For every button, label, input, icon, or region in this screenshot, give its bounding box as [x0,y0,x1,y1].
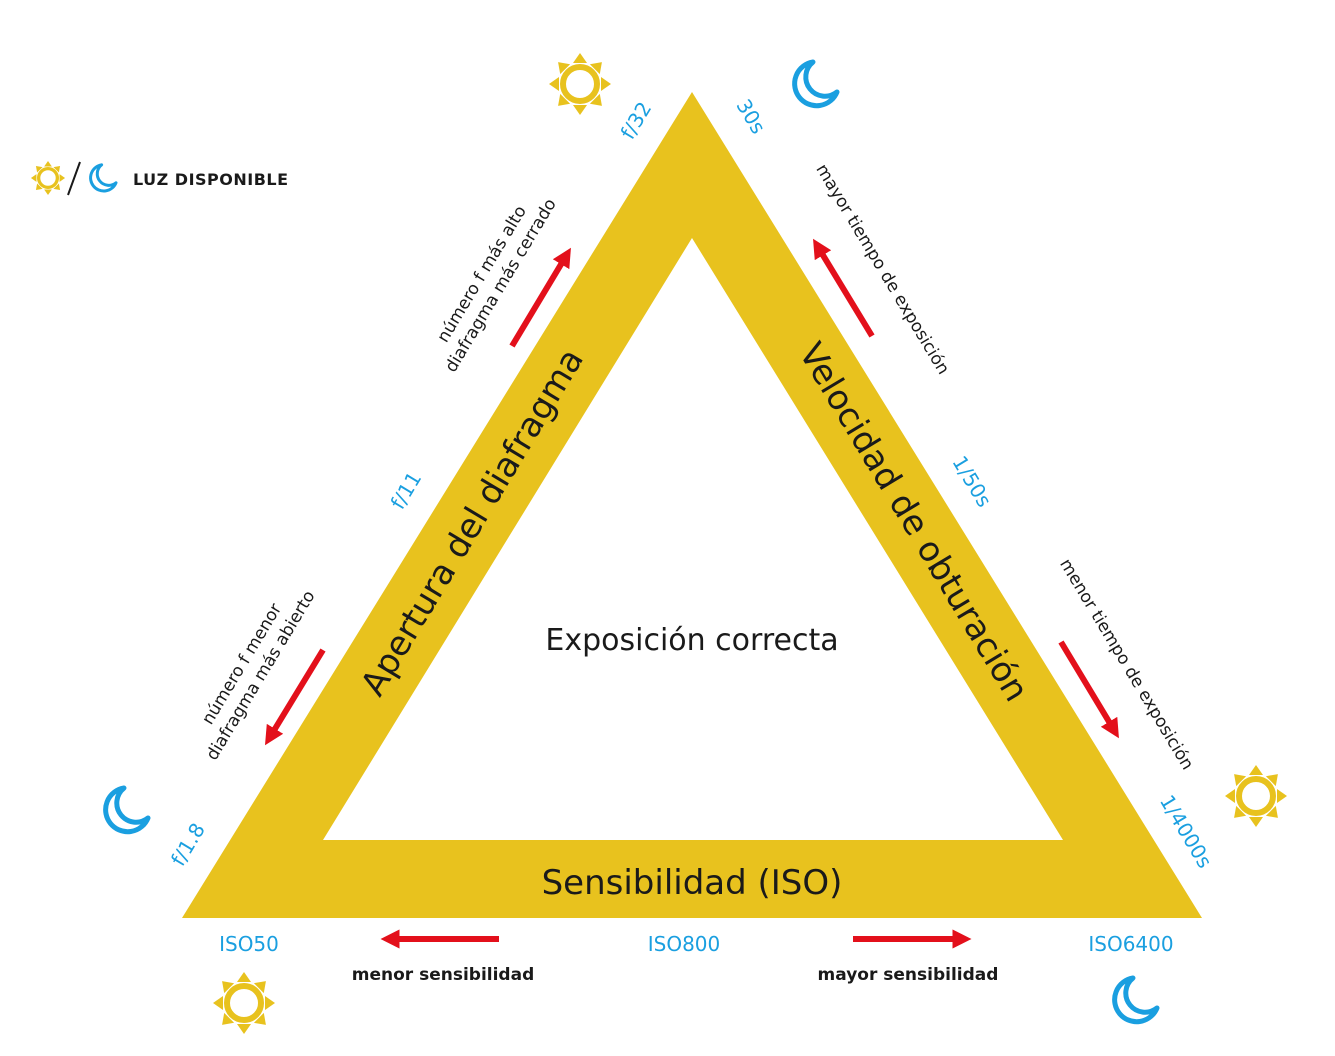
moon-icon [89,163,118,193]
moon-icon [795,62,837,106]
legend-divider [67,161,81,196]
center-label: Exposición correcta [545,623,838,658]
aperture-up-arrow [509,247,571,348]
sun-icon [213,972,275,1034]
aperture-down-arrow [265,648,326,746]
shutter-middle-value: 1/50s [947,451,996,511]
moon-icon [1115,978,1157,1022]
exposure-triangle [182,92,1202,918]
legend: LUZ DISPONIBLE [29,159,289,197]
iso-right-value: ISO6400 [1088,932,1173,956]
iso-left-value: ISO50 [219,932,279,956]
sun-icon [1225,765,1287,827]
iso-right-note: mayor sensibilidad [818,965,999,985]
shutter-up-arrow [813,238,875,338]
sun-icon [29,159,67,197]
aperture-top-value: f/32 [616,97,657,143]
shutter-top-value: 30s [731,95,770,138]
iso-middle-value: ISO800 [648,932,721,956]
iso-left-note: menor sensibilidad [352,965,534,985]
shutter-down-arrow [1058,640,1119,739]
legend-label: LUZ DISPONIBLE [133,170,289,189]
sun-icon [549,53,611,115]
moon-icon [106,788,148,832]
iso-side-label: Sensibilidad (ISO) [542,863,843,903]
aperture-bottom-value: f/1.8 [166,819,210,870]
aperture-middle-value: f/11 [386,467,427,513]
